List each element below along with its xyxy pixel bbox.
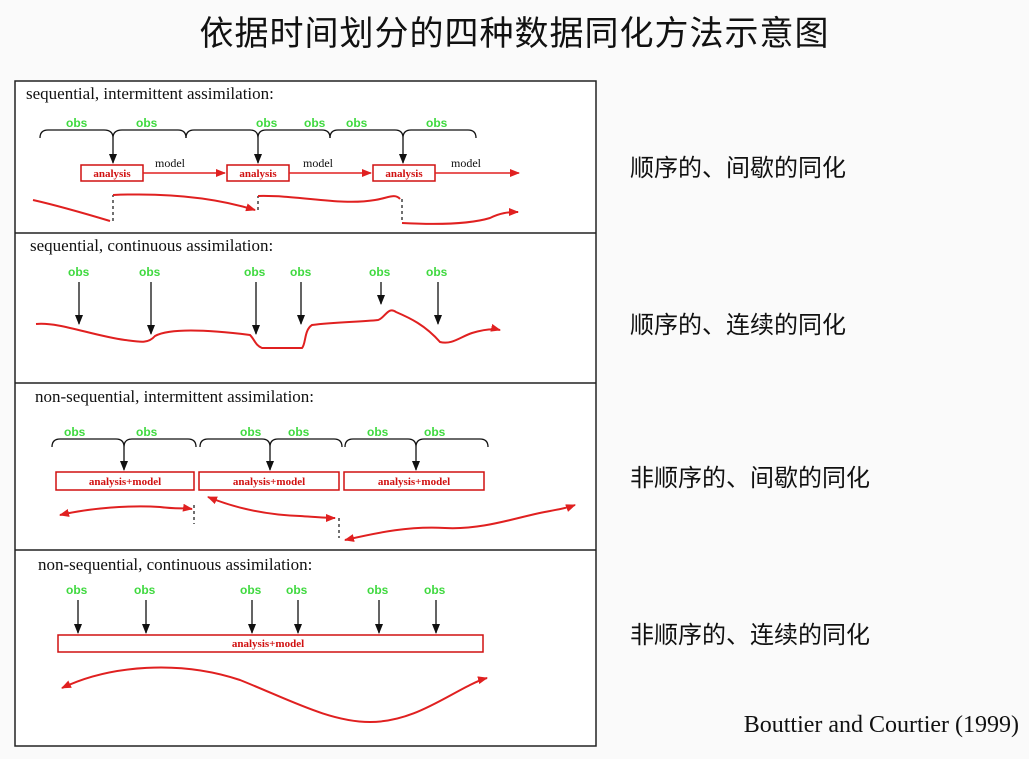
obs-label: obs — [136, 425, 158, 439]
model-label: model — [303, 156, 334, 170]
panel-non-sequential-intermittent: non-sequential, intermittent assimilatio… — [35, 387, 576, 542]
panel-heading: sequential, continuous assimilation: — [30, 236, 273, 255]
analysis-model-label: analysis+model — [233, 476, 305, 488]
citation: Bouttier and Courtier (1999) — [743, 712, 1019, 738]
obs-label: obs — [367, 425, 389, 439]
obs-label: obs — [134, 583, 156, 597]
model-label: model — [155, 156, 186, 170]
analysis-model-box — [55, 471, 195, 491]
state-trajectory — [344, 504, 576, 542]
obs-label: obs — [426, 116, 448, 130]
obs-label: obs — [136, 116, 158, 130]
analysis-model-label: analysis+model — [378, 476, 450, 488]
state-trajectory — [32, 199, 111, 222]
obs-label: obs — [240, 425, 262, 439]
analysis-model-label: analysis+model — [232, 638, 304, 650]
panel-label-sequential-continuous: 顺序的、连续的同化 — [630, 311, 846, 339]
state-trajectory — [207, 496, 336, 522]
panel-label-non-sequential-continuous: 非顺序的、连续的同化 — [630, 621, 870, 649]
obs-label: obs — [288, 425, 310, 439]
obs-label: obs — [346, 116, 368, 130]
analysis-label: analysis — [239, 168, 277, 180]
obs-label: obs — [290, 265, 312, 279]
obs-label: obs — [424, 425, 446, 439]
state-trajectory — [61, 666, 488, 724]
obs-label: obs — [244, 265, 266, 279]
obs-label: obs — [139, 265, 161, 279]
obs-label: obs — [369, 265, 391, 279]
panel-sequential-continuous: sequential, continuous assimilation: obs… — [30, 236, 501, 349]
obs-label: obs — [424, 583, 446, 597]
obs-label: obs — [64, 425, 86, 439]
model-label: model — [451, 156, 482, 170]
panel-non-sequential-continuous: non-sequential, continuous assimilation:… — [38, 555, 488, 724]
state-trajectory — [257, 194, 401, 203]
obs-label: obs — [426, 265, 448, 279]
panel-heading: sequential, intermittent assimilation: — [26, 84, 274, 103]
state-trajectory — [59, 503, 193, 517]
analysis-model-label: analysis+model — [89, 476, 161, 488]
obs-label: obs — [256, 116, 278, 130]
page-title: 依据时间划分的四种数据同化方法示意图 — [199, 14, 830, 54]
analysis-model-box — [343, 471, 485, 491]
panel-label-sequential-intermittent: 顺序的、间歇的同化 — [630, 154, 846, 182]
obs-label: obs — [68, 265, 90, 279]
obs-label: obs — [66, 583, 88, 597]
state-trajectory — [35, 309, 501, 349]
analysis-model-box — [57, 634, 484, 653]
state-trajectory — [401, 208, 519, 225]
obs-label: obs — [286, 583, 308, 597]
panel-label-non-sequential-intermittent: 非顺序的、间歇的同化 — [630, 464, 870, 492]
panel-heading: non-sequential, continuous assimilation: — [38, 555, 312, 574]
obs-label: obs — [304, 116, 326, 130]
panel-sequential-intermittent: sequential, intermittent assimilation: o… — [26, 84, 520, 225]
state-trajectory — [112, 193, 256, 212]
panel-heading: non-sequential, intermittent assimilatio… — [35, 387, 314, 406]
obs-label: obs — [240, 583, 262, 597]
obs-label: obs — [367, 583, 389, 597]
obs-label: obs — [66, 116, 88, 130]
analysis-label: analysis — [93, 168, 131, 180]
analysis-model-box — [198, 471, 340, 491]
analysis-label: analysis — [385, 168, 423, 180]
